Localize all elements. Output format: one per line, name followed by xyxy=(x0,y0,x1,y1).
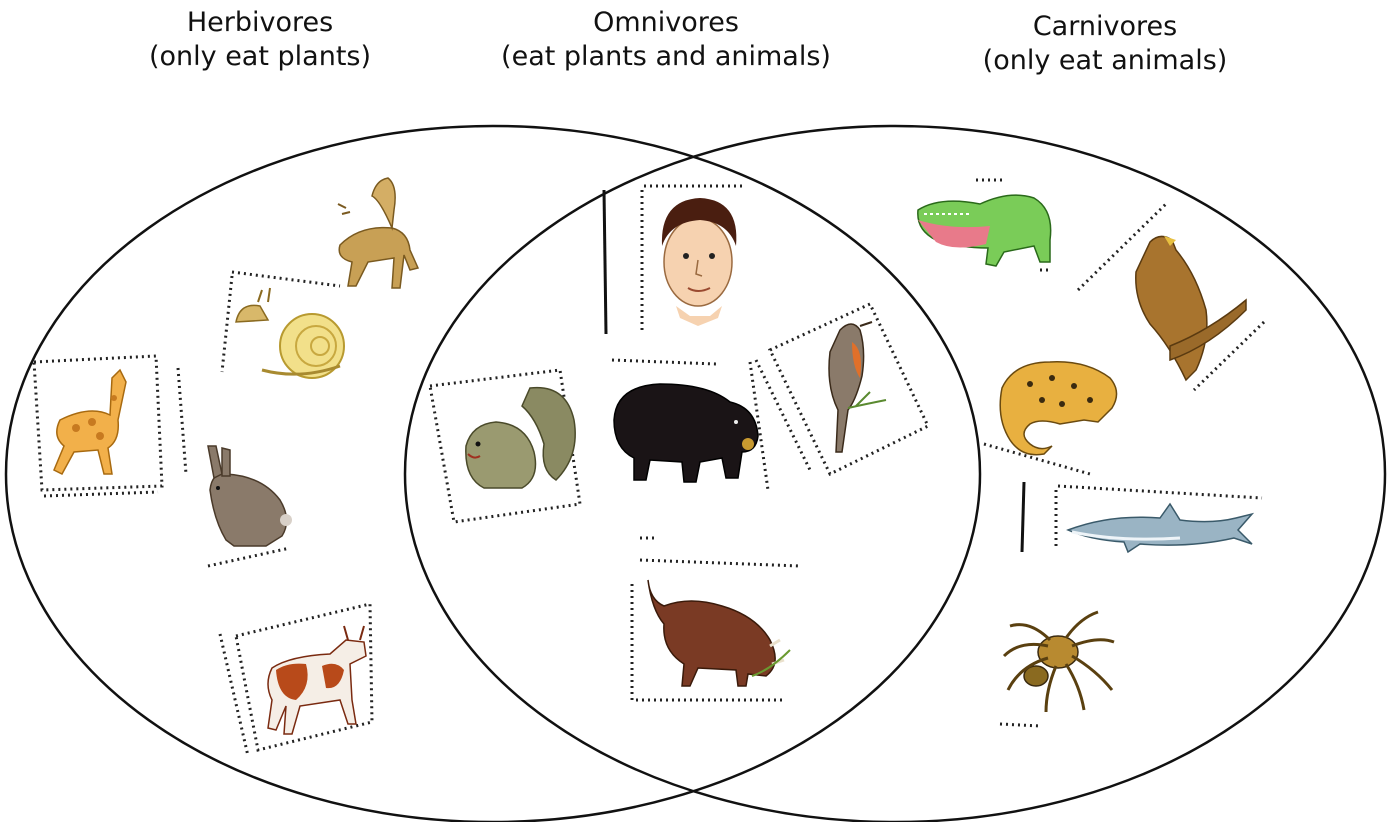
dog-icon xyxy=(338,178,418,288)
bear-card xyxy=(612,360,768,490)
human-card xyxy=(604,186,742,334)
rabbit-icon xyxy=(208,446,292,546)
eagle-card xyxy=(1078,202,1264,390)
bird-card xyxy=(756,304,928,474)
human-face-icon xyxy=(662,198,736,326)
eagle-icon xyxy=(1136,236,1246,380)
crocodile-card xyxy=(918,180,1051,270)
giraffe-icon xyxy=(54,370,126,474)
squirrel-card xyxy=(430,370,580,522)
shark-icon xyxy=(1068,504,1252,552)
warthog-card xyxy=(632,538,800,700)
cow-icon xyxy=(268,626,366,734)
bird-icon xyxy=(829,322,886,452)
snail-card xyxy=(222,272,344,378)
leopard-card xyxy=(984,362,1117,474)
leopard-icon xyxy=(1000,362,1116,455)
rabbit-card xyxy=(178,368,292,566)
dog-card xyxy=(338,178,418,288)
crocodile-icon xyxy=(918,195,1051,266)
spider-card xyxy=(1000,612,1114,726)
shark-card xyxy=(1022,482,1262,552)
warthog-icon xyxy=(648,580,790,686)
snail-icon xyxy=(236,288,344,378)
giraffe-card xyxy=(34,356,162,496)
spider-icon xyxy=(1004,612,1114,712)
bear-icon xyxy=(614,384,758,482)
cow-card xyxy=(220,604,372,756)
squirrel-icon xyxy=(466,388,575,488)
